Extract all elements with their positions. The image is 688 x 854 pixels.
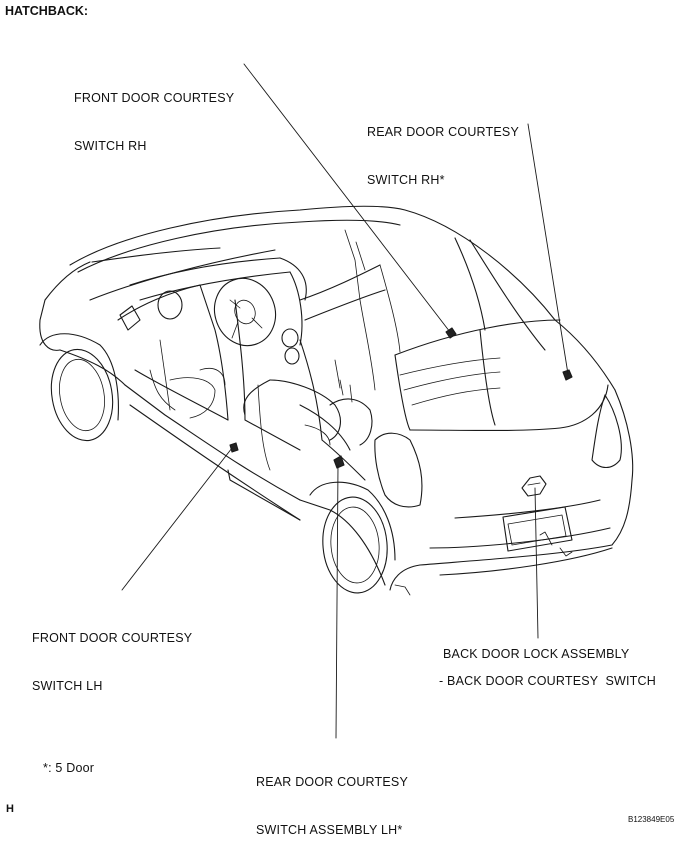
corner-letter: H <box>6 803 14 815</box>
label-rear-door-courtesy-switch-assembly-lh: REAR DOOR COURTESY SWITCH ASSEMBLY LH* <box>256 742 408 854</box>
label-rear-door-courtesy-switch-rh: REAR DOOR COURTESY SWITCH RH* <box>367 92 519 204</box>
label-line: REAR DOOR COURTESY <box>367 125 520 139</box>
back-door-lock-assembly-mark <box>521 475 547 497</box>
rear-door-courtesy-switch-rh-mark <box>562 369 573 381</box>
leader-back-door-lock <box>534 487 539 639</box>
leader-rear-door-rh <box>527 123 569 375</box>
label-line: SWITCH RH* <box>367 173 445 187</box>
footnote: *: 5 Door <box>43 761 95 775</box>
label-line: FRONT DOOR COURTESY <box>74 91 235 105</box>
front-door-courtesy-switch-rh-mark <box>445 327 457 339</box>
label-line: SWITCH LH <box>32 679 103 693</box>
leader-rear-door-lh <box>335 464 339 739</box>
label-back-door-courtesy-switch: - BACK DOOR COURTESY SWITCH <box>439 674 656 688</box>
label-back-door-lock-assembly: BACK DOOR LOCK ASSEMBLY <box>443 647 630 661</box>
label-line: SWITCH ASSEMBLY LH* <box>256 823 403 837</box>
label-line: REAR DOOR COURTESY <box>256 775 409 789</box>
leader-front-door-rh <box>243 63 451 333</box>
diagram-title: HATCHBACK: <box>5 4 89 18</box>
rear-door-courtesy-switch-lh-mark <box>333 455 345 469</box>
label-front-door-courtesy-switch-rh: FRONT DOOR COURTESY SWITCH RH <box>74 58 234 170</box>
front-door-courtesy-switch-lh-mark <box>229 442 239 453</box>
label-line: FRONT DOOR COURTESY <box>32 631 193 645</box>
label-line: SWITCH RH <box>74 139 147 153</box>
label-front-door-courtesy-switch-lh: FRONT DOOR COURTESY SWITCH LH <box>32 598 192 710</box>
car-body-outline <box>39 205 634 596</box>
figure-id: B123849E05 <box>628 815 675 824</box>
leader-front-door-lh <box>121 447 233 591</box>
car-diagram <box>39 63 634 739</box>
